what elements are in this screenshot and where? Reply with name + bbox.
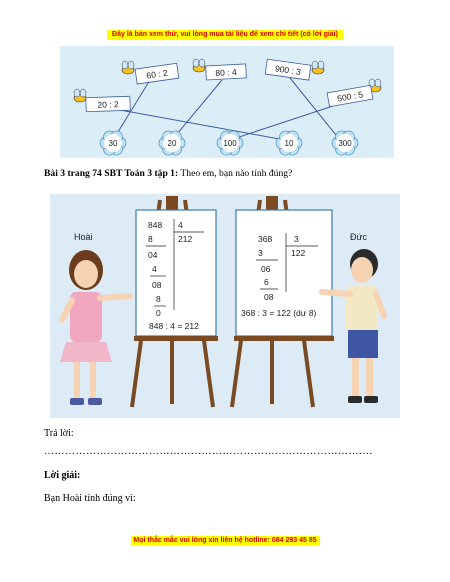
right-result: 368 : 3 = 122 (dư 8): [241, 308, 317, 318]
expression-2: 80 : 4: [215, 67, 237, 78]
right-step-1: 3: [258, 248, 263, 258]
girl-illustration: [59, 250, 133, 405]
right-step-4: 08: [264, 292, 274, 302]
result-flower: 20: [158, 130, 186, 156]
left-step-2: 04: [148, 250, 158, 260]
result-value: 100: [223, 139, 237, 148]
exercise-prompt: Theo em, bạn nào tính đúng?: [180, 168, 293, 179]
exercise-title: Bài 3 trang 74 SBT Toán 3 tập 1:: [44, 168, 179, 179]
left-divisor: 4: [178, 220, 183, 230]
boy-illustration: [319, 249, 387, 403]
bottom-banner: Mọi thắc mắc vui lòng xin liên hệ hotlin…: [131, 536, 319, 546]
left-step-4: 08: [152, 280, 162, 290]
exercise-heading: Bài 3 trang 74 SBT Toán 3 tập 1: Theo em…: [44, 168, 292, 179]
expression-5: 500 : 5: [336, 89, 364, 103]
left-step-5: 8: [156, 294, 161, 304]
left-student-name: Hoài: [74, 232, 93, 242]
left-step-1: 8: [148, 234, 153, 244]
bee-icon: [121, 60, 135, 75]
expression-4: 20 : 2: [97, 99, 119, 110]
right-quotient: 122: [291, 248, 305, 258]
solution-text: Bạn Hoài tính đúng vì:: [44, 493, 136, 504]
solution-title: Lời giải:: [44, 470, 81, 481]
answer-label: Trả lời:: [44, 428, 74, 439]
result-flower: 100: [216, 130, 244, 156]
expression-1: 60 : 2: [146, 68, 169, 81]
expression-3: 900 : 3: [274, 63, 301, 77]
left-step-3: 4: [152, 264, 157, 274]
result-flower: 300: [331, 130, 359, 156]
right-dividend: 368: [258, 234, 272, 244]
right-step-3: 6: [264, 277, 269, 287]
left-step-6: 0: [156, 308, 161, 318]
right-step-2: 06: [261, 264, 271, 274]
bee-icon: [311, 60, 325, 75]
left-quotient: 212: [178, 234, 192, 244]
result-value: 30: [109, 139, 118, 148]
result-flower: 30: [99, 130, 127, 156]
division-illustration: 848 4 212 8 04 4 08 8 0 848 : 4 = 212 36…: [50, 194, 400, 418]
right-divisor: 3: [294, 234, 299, 244]
right-student-name: Đức: [350, 232, 368, 242]
result-flower: 10: [275, 130, 303, 156]
matching-illustration: 60 : 2 80 : 4 900 : 3 20 : 2 500 : 5 30 2…: [60, 46, 394, 158]
result-value: 20: [168, 139, 177, 148]
top-banner: Đây là bản xem thử, vui lòng mua tài liệ…: [107, 30, 343, 40]
bee-icon: [192, 58, 206, 73]
left-result: 848 : 4 = 212: [149, 321, 199, 331]
result-value: 300: [338, 139, 352, 148]
left-dividend: 848: [148, 220, 162, 230]
answer-line: ………………………………………………………………………………….: [44, 446, 373, 457]
result-value: 10: [285, 139, 294, 148]
bee-icon: [73, 88, 87, 103]
